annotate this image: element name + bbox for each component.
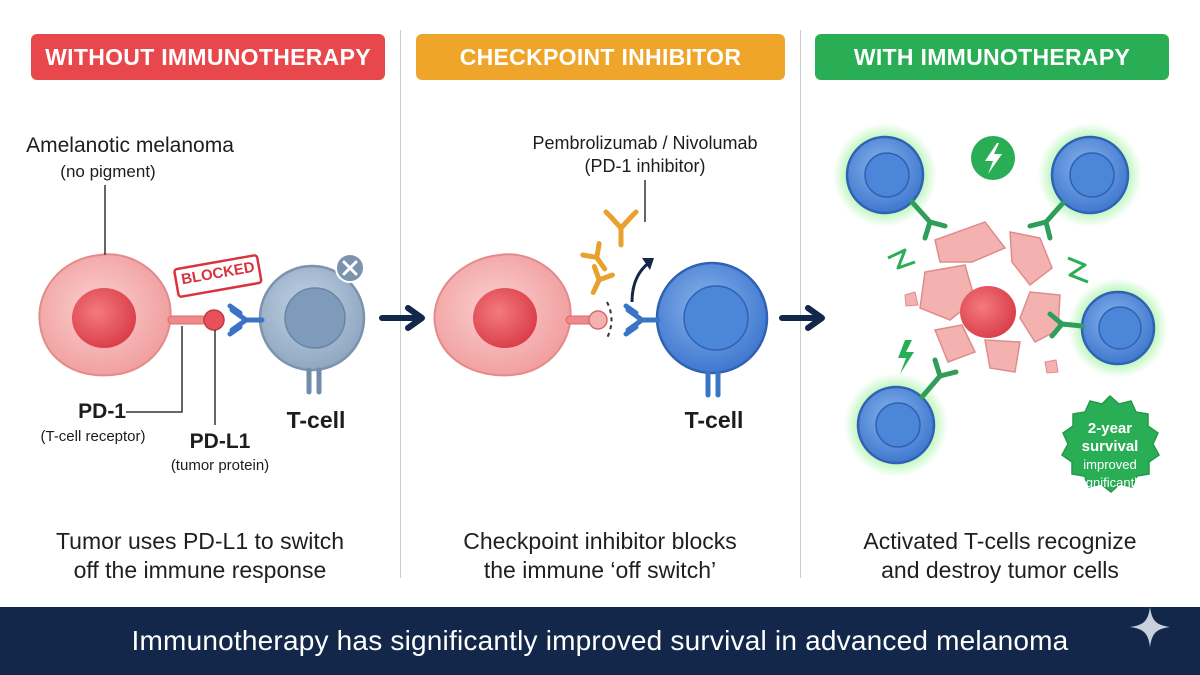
tcell-label-2: T-cell — [668, 407, 760, 434]
panel-header-with: WITH IMMUNOTHERAPY — [815, 34, 1169, 80]
pdl1-label: PD-L1 — [160, 430, 280, 454]
pd1-receptor-2 — [623, 303, 661, 337]
tcell-label-1: T-cell — [270, 407, 362, 434]
burst-mark-right — [1067, 256, 1089, 284]
arrow-right-icon — [379, 305, 425, 331]
immunotherapy-diagram — [38, 123, 1168, 493]
footer-message: Immunotherapy has significantly improved… — [131, 625, 1069, 656]
pdl1-ball-2 — [588, 310, 608, 330]
tcell-glow-top-right — [1027, 123, 1142, 241]
badge-line-2: survival — [1081, 438, 1139, 455]
curved-arrow-head — [642, 258, 654, 270]
close-icon-cross — [342, 260, 358, 276]
panel-checkpoint-diagram — [433, 180, 769, 398]
curved-arrow-icon — [630, 260, 651, 303]
pd1-note-text: (T-cell receptor) — [40, 428, 146, 445]
pdl1-note-text: (tumor protein) — [170, 457, 270, 474]
panel-header-checkpoint: CHECKPOINT INHIBITOR — [416, 34, 785, 80]
pd1-leader-line — [126, 326, 183, 413]
caption-with-line-1: Activated T-cells recognize — [863, 528, 1137, 554]
drug-name-text: Pembrolizumab / Nivolumab — [532, 133, 758, 153]
tcell-active-receptor — [705, 370, 721, 398]
tcell-inactive-receptor — [306, 367, 322, 395]
tcell-inactive-nucleus — [284, 287, 346, 349]
pdl1-note-label: (tumor protein) — [150, 457, 290, 474]
divider-right — [800, 30, 801, 578]
drug-note-label: (PD-1 inhibitor) — [500, 156, 790, 177]
footer-bar — [0, 607, 1200, 675]
antibody-2 — [580, 241, 608, 272]
tumor-fragment-5 — [933, 324, 977, 363]
tumor-fragment-2 — [1009, 231, 1053, 287]
drug-name-label: Pembrolizumab / Nivolumab — [500, 133, 790, 154]
caption-without-line-1: Tumor uses PD-L1 to switch — [55, 528, 345, 554]
pdl1-text: PD-L1 — [189, 430, 251, 453]
tcell-glow-top-left — [833, 123, 948, 241]
panel-with-diagram — [833, 123, 1168, 493]
divider-left — [400, 30, 401, 578]
tumor-fragment-8 — [1044, 359, 1059, 374]
panel-title-with: WITH IMMUNOTHERAPY — [853, 43, 1131, 70]
blocked-stamp — [173, 254, 263, 298]
pdl1-ball — [203, 309, 225, 331]
panel-title-without: WITHOUT IMMUNOTHERAPY — [45, 43, 371, 70]
caption-checkpoint-line-2: the immune ‘off switch’ — [483, 557, 717, 583]
tcell-text-1: T-cell — [286, 407, 346, 433]
tumor-note-label: (no pigment) — [20, 162, 196, 182]
caption-checkpoint-line-1: Checkpoint inhibitor blocks — [463, 528, 737, 554]
lightning-icon-small — [898, 340, 914, 374]
caption-without: Tumor uses PD-L1 to switch off the immun… — [10, 527, 390, 585]
caption-checkpoint: Checkpoint inhibitor blocks the immune ‘… — [410, 527, 790, 585]
tcell-text-2: T-cell — [684, 407, 744, 433]
pd1-text: PD-1 — [78, 400, 126, 423]
tumor-fragment-6 — [984, 339, 1021, 373]
tcell-glow-bottom-left — [844, 357, 959, 477]
sparkle-icon — [1130, 607, 1170, 647]
survival-badge-text: 2-year survival improved significantly — [1060, 420, 1160, 492]
caption-with: Activated T-cells recognize and destroy … — [810, 527, 1190, 585]
tumor-fragment-1 — [934, 221, 1007, 263]
caption-with-line-2: and destroy tumor cells — [881, 557, 1119, 583]
tumor-note-text: (no pigment) — [60, 162, 156, 181]
drug-note-text: (PD-1 inhibitor) — [584, 156, 706, 176]
antibody-3 — [590, 264, 615, 296]
pd1-note-label: (T-cell receptor) — [18, 428, 168, 445]
tcell-active-nucleus — [683, 285, 749, 351]
badge-line-3: improved — [1083, 457, 1137, 472]
pdl1-stalk — [167, 315, 207, 325]
panel-without-diagram — [38, 185, 366, 425]
panel-title-checkpoint: CHECKPOINT INHIBITOR — [459, 43, 742, 70]
tumor-name-label: Amelanotic melanoma — [20, 134, 240, 158]
badge-line-1: 2-year — [1087, 420, 1133, 437]
separation-dashes — [606, 301, 613, 339]
pd1-label: PD-1 — [40, 400, 126, 424]
burst-mark-left — [887, 248, 916, 270]
tumor-fragment-7 — [904, 291, 919, 307]
caption-without-line-2: off the immune response — [73, 557, 327, 583]
tumor-nucleus-3 — [960, 286, 1016, 338]
tumor-nucleus-2 — [473, 288, 537, 348]
badge-line-4: significantly — [1076, 475, 1144, 490]
panel-header-without: WITHOUT IMMUNOTHERAPY — [31, 34, 385, 80]
tcell-glow-right — [1047, 278, 1168, 378]
arrow-right-icon-2 — [779, 305, 825, 331]
tumor-fragment-4 — [1019, 291, 1061, 343]
footer-text: Immunotherapy has significantly improved… — [0, 607, 1200, 675]
tumor-name-text: Amelanotic melanoma — [26, 134, 234, 157]
tumor-nucleus — [72, 288, 136, 348]
antibody-1 — [603, 209, 639, 248]
lightning-icon — [985, 143, 1002, 174]
survival-badge — [1061, 394, 1160, 493]
pd1-receptor — [227, 303, 265, 337]
